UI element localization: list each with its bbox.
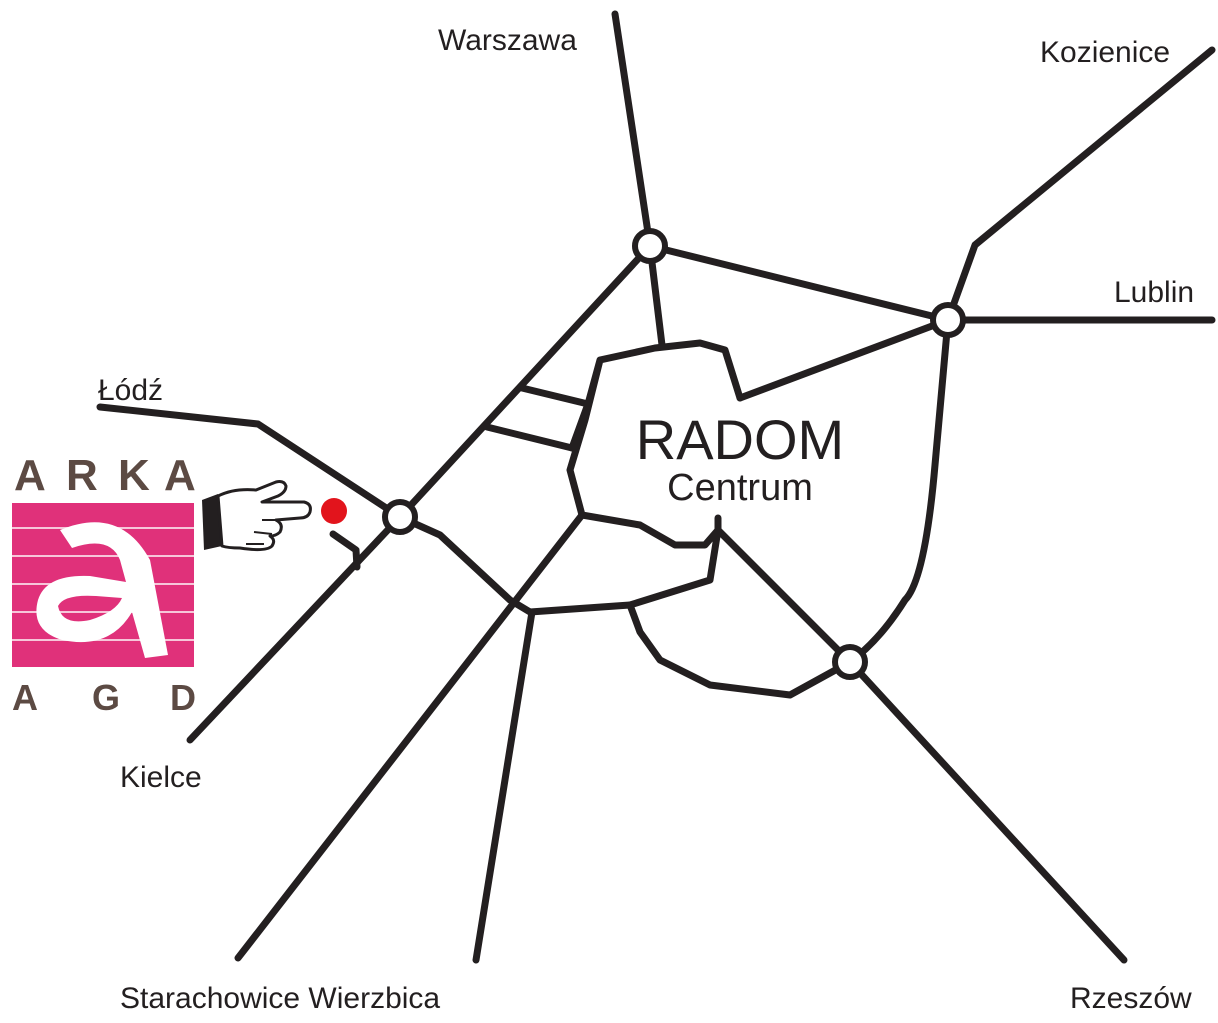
center-title: RADOM	[636, 408, 844, 471]
junction-lodz	[382, 499, 418, 535]
road-kielce	[186, 513, 404, 744]
road-northwest-ring	[396, 242, 654, 521]
location-dot-icon	[321, 498, 347, 524]
center-subtitle: Centrum	[667, 467, 813, 509]
road-east-ring	[846, 316, 952, 666]
road-marker-spur	[329, 530, 361, 571]
road-north-ring	[646, 242, 952, 324]
logo-top-letter-4: A	[164, 451, 196, 500]
label-kielce: Kielce	[120, 761, 202, 794]
junction-warszawa	[632, 228, 668, 264]
label-lodz: Łódź	[98, 374, 163, 407]
logo-top-letter-1: A	[14, 451, 46, 500]
road-warszawa	[611, 10, 666, 349]
label-lublin: Lublin	[1114, 276, 1194, 309]
label-warszawa: Warszawa	[438, 24, 577, 57]
road-link-2	[483, 423, 576, 452]
road-center-east	[736, 316, 952, 402]
label-kozienice: Kozienice	[1040, 36, 1170, 69]
road-kozienice	[944, 46, 1216, 324]
logo-top-letter-2: R	[66, 451, 98, 500]
center-ring	[566, 339, 854, 699]
logo-bottom-letter-2: G	[92, 677, 120, 718]
label-rzeszow: Rzeszów	[1070, 982, 1192, 1015]
logo-swoosh	[36, 522, 169, 658]
logo-bottom-letter-3: D	[170, 677, 196, 718]
junction-rzeszow	[832, 644, 868, 680]
logo-top-letter-3: K	[118, 451, 150, 500]
junctions	[382, 228, 966, 680]
pointing-hand-icon	[202, 480, 312, 552]
road-link-1	[518, 384, 592, 408]
road-southwest	[396, 513, 634, 616]
road-lodz	[96, 403, 404, 521]
roads	[96, 10, 1216, 964]
road-wierzbica	[472, 608, 536, 964]
arka-agd-logo: A R K A A G D	[12, 451, 196, 718]
label-starachowice-wierzbica: Starachowice Wierzbica	[120, 982, 440, 1015]
road-rzeszow	[714, 526, 1128, 964]
road-starachowice	[234, 511, 586, 962]
logo-bottom-letter-1: A	[12, 677, 38, 718]
junction-lublin	[930, 302, 966, 338]
